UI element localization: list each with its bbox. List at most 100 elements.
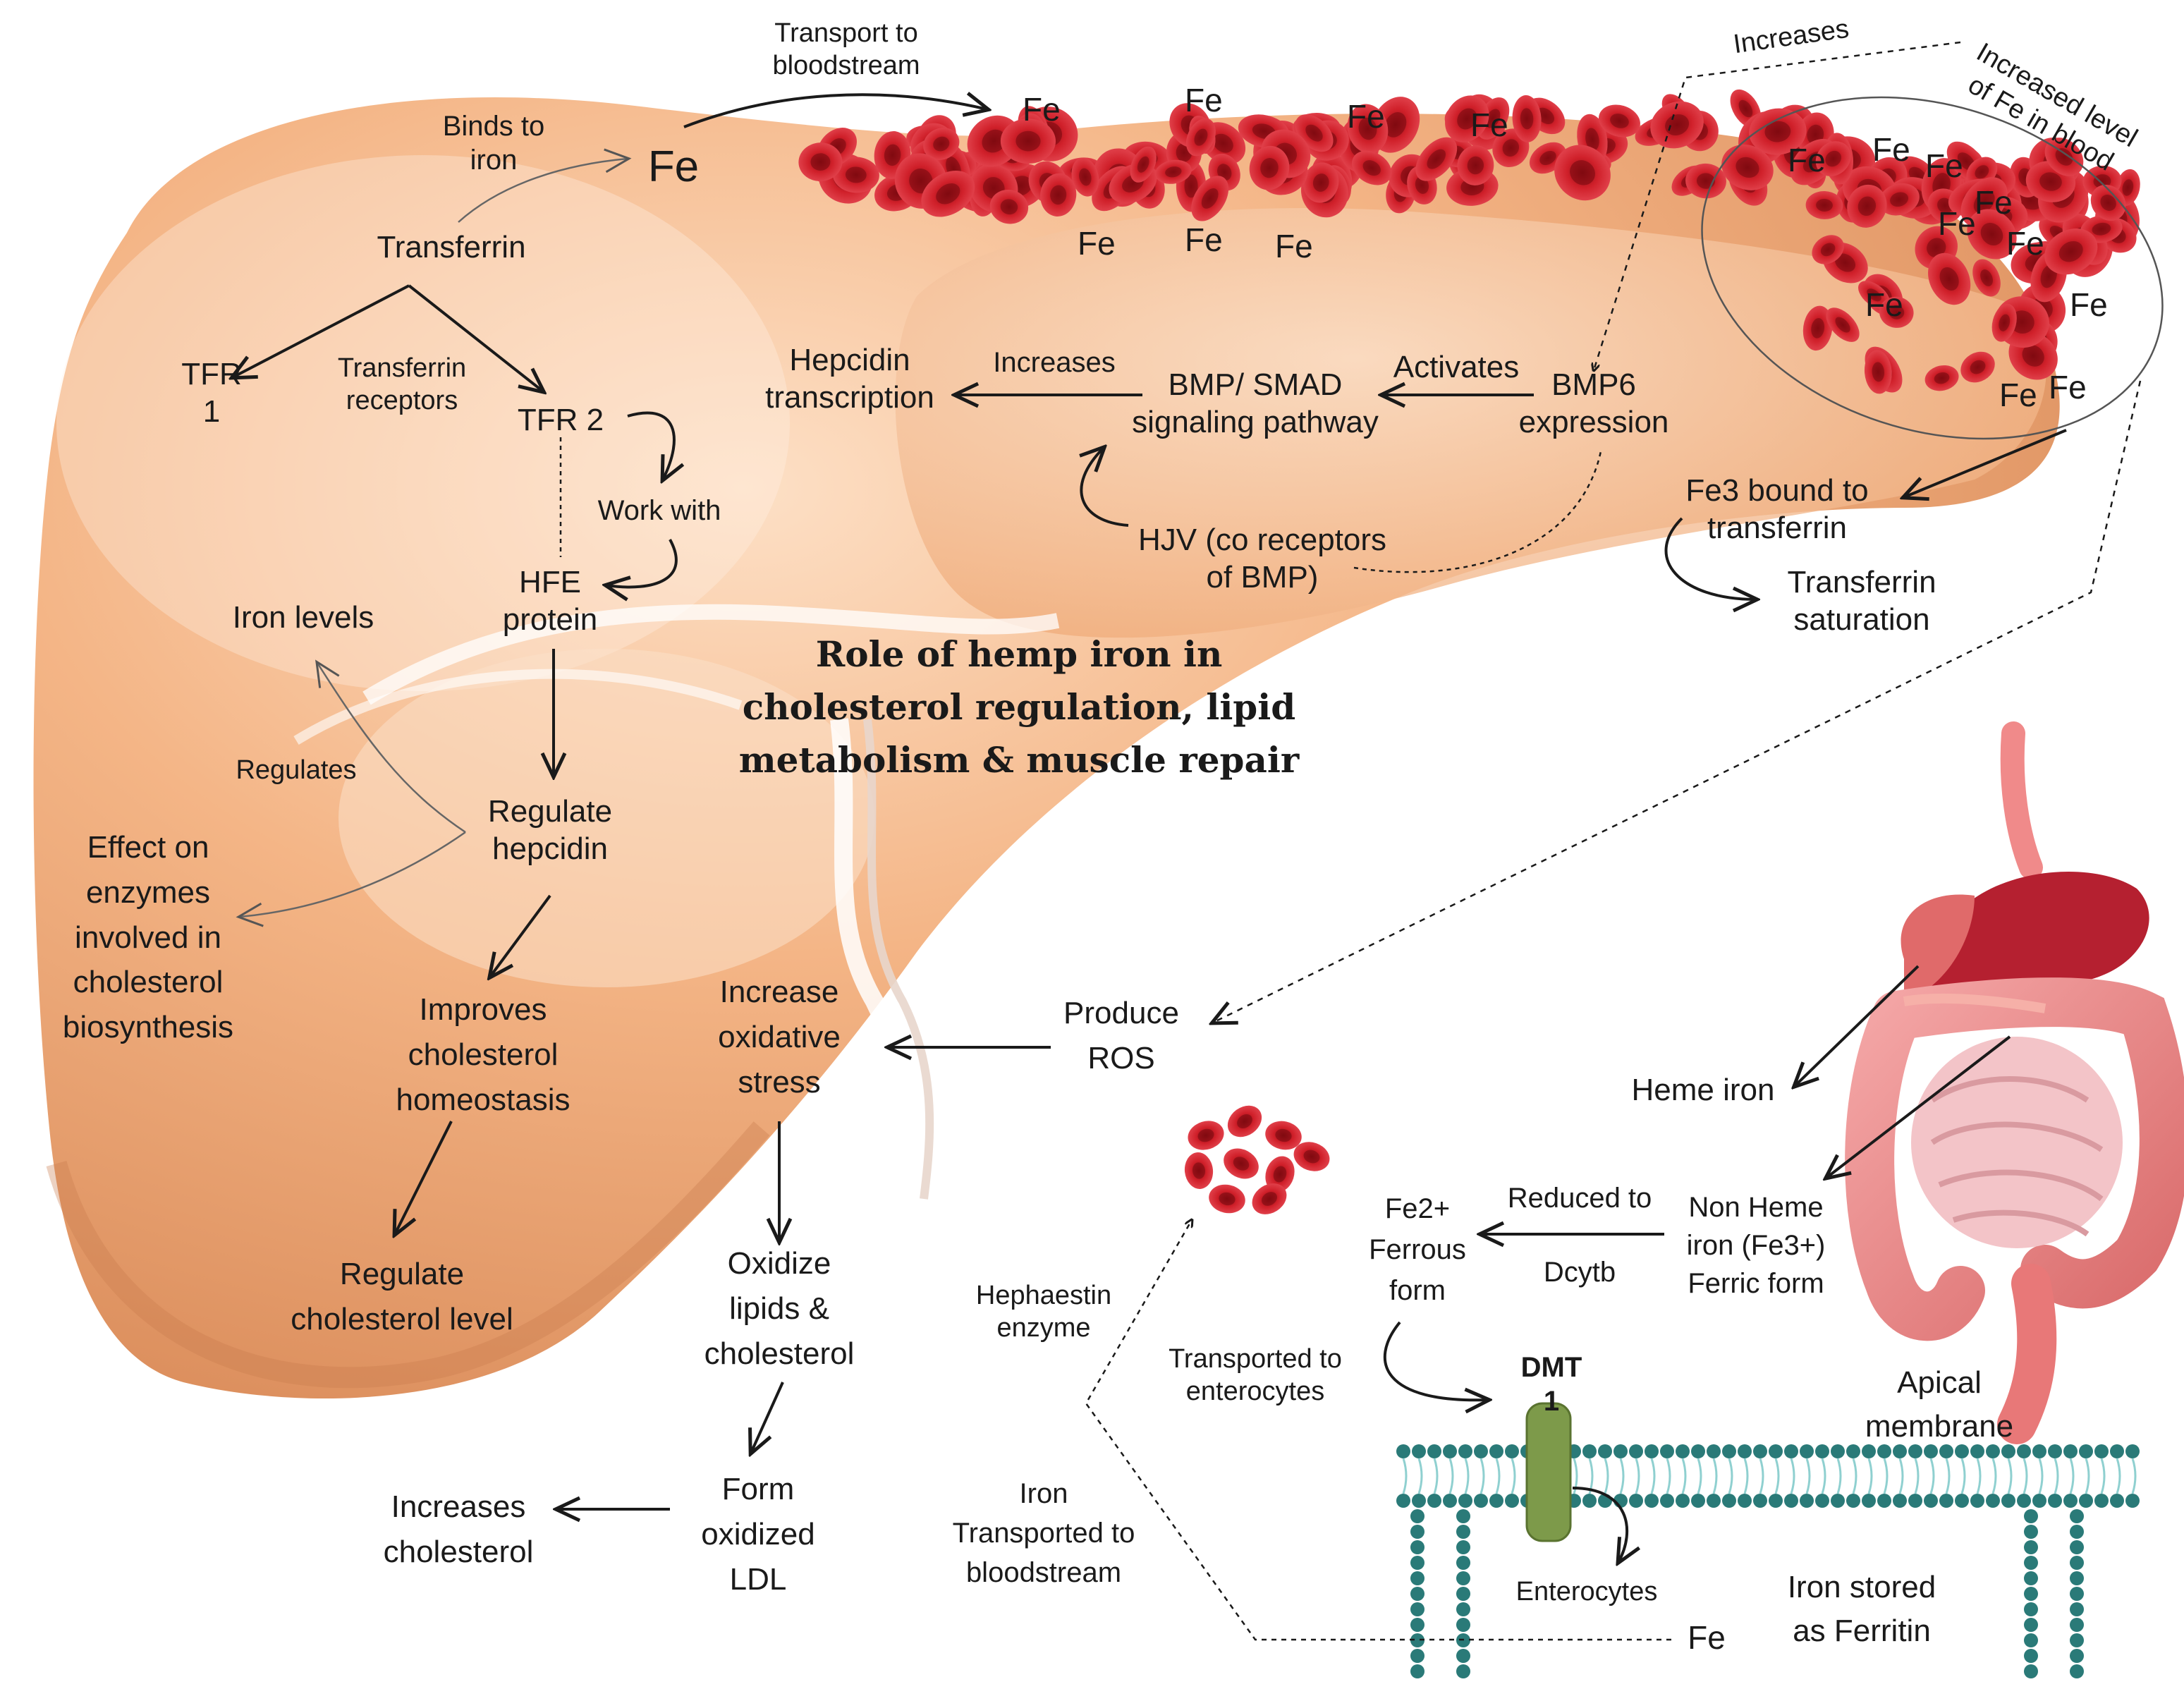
red-blood-cell — [1352, 150, 1392, 185]
membrane-bead — [1598, 1444, 1612, 1458]
membrane-bead — [1722, 1444, 1736, 1458]
membrane-bead — [1629, 1444, 1643, 1458]
membrane-bead — [1456, 1540, 1470, 1554]
fe-cluster-label: Fe — [1925, 147, 1963, 184]
red-blood-cell — [1554, 145, 1611, 201]
membrane-bead — [2024, 1633, 2038, 1647]
membrane-bead — [1410, 1540, 1425, 1554]
fe-cluster-label: Fe — [1872, 131, 1910, 168]
membrane-bead — [1769, 1444, 1783, 1458]
red-blood-cells-cluster — [1184, 1105, 1330, 1214]
fe-bottom-label: Fe — [1688, 1619, 1726, 1656]
membrane-bead — [2110, 1494, 2124, 1508]
liver-illustration — [33, 97, 2060, 1399]
membrane-bead — [2024, 1509, 2038, 1523]
transferrin-label: Transferrin — [377, 230, 526, 264]
membrane-bead — [2063, 1444, 2078, 1458]
membrane-bead — [2024, 1525, 2038, 1539]
enterocytes-label: Enterocytes — [1515, 1577, 1658, 1606]
membrane-bead — [1986, 1444, 2000, 1458]
membrane-tail — [2116, 1458, 2121, 1494]
membrane-bead — [2024, 1556, 2038, 1570]
red-blood-cell — [1512, 94, 1542, 142]
membrane-bead — [1815, 1494, 1829, 1508]
membrane-tail — [1759, 1458, 1764, 1494]
membrane-bead — [2070, 1633, 2084, 1647]
membrane-tail — [1991, 1458, 1997, 1494]
membrane-bead — [1427, 1444, 1441, 1458]
membrane-bead — [1908, 1444, 1922, 1458]
arrows — [233, 41, 2142, 1641]
increases-arrow-label: Increases — [993, 347, 1116, 378]
red-blood-cell — [1879, 296, 1914, 328]
red-blood-cell — [1347, 104, 1389, 154]
membrane-bead — [1629, 1494, 1643, 1508]
membrane-tail — [1728, 1458, 1733, 1494]
diagram-title: Role of hemp iron in cholesterol regulat… — [719, 628, 1319, 786]
membrane-tail — [1417, 1458, 1423, 1494]
fe-cell-label: Fe — [1185, 221, 1223, 258]
membrane-bead — [2070, 1571, 2084, 1585]
membrane-tail — [1929, 1458, 1935, 1494]
membrane-tail — [1464, 1458, 1470, 1494]
red-blood-cell — [1847, 184, 1887, 228]
red-blood-cell — [1812, 235, 1844, 264]
membrane-bead — [1613, 1444, 1628, 1458]
red-blood-cell — [1857, 281, 1891, 310]
membrane-bead — [1800, 1494, 1814, 1508]
membrane-bead — [1396, 1494, 1410, 1508]
red-blood-cell — [1265, 1156, 1295, 1193]
fe-cell-label: Fe — [1347, 98, 1385, 135]
membrane-bead — [1738, 1444, 1752, 1458]
membrane-bead — [2070, 1525, 2084, 1539]
membrane-bead — [1456, 1649, 1470, 1663]
red-blood-cell — [1598, 104, 1640, 138]
regulates-label: Regulates — [236, 755, 357, 785]
red-blood-cell — [1000, 118, 1056, 164]
membrane-tail — [1697, 1458, 1702, 1494]
heme-iron-label: Heme iron — [1631, 1073, 1775, 1107]
membrane-bead — [2070, 1509, 2084, 1523]
red-blood-cell — [1805, 191, 1843, 219]
red-blood-cell — [1252, 1183, 1287, 1214]
membrane-tail — [1495, 1458, 1501, 1494]
membrane-bead — [2125, 1494, 2140, 1508]
red-blood-cell — [1879, 183, 1920, 216]
work-with-label: Work with — [597, 495, 721, 526]
membrane-tail — [1914, 1458, 1920, 1494]
red-blood-cell — [1249, 145, 1290, 190]
membrane-bead — [1427, 1494, 1441, 1508]
membrane-bead — [1456, 1556, 1470, 1570]
membrane-tail — [1480, 1458, 1485, 1494]
fe-cluster-label: Fe — [2070, 286, 2108, 323]
red-blood-cell — [989, 190, 1029, 224]
membrane-tail — [1790, 1458, 1795, 1494]
membrane-bead — [1660, 1444, 1674, 1458]
membrane-bead — [1456, 1664, 1470, 1678]
membrane-tail — [1666, 1458, 1671, 1494]
membrane-tail — [1402, 1458, 1408, 1494]
fe-cluster-label: Fe — [1938, 205, 1976, 242]
membrane-bead — [1831, 1444, 1845, 1458]
membrane-bead — [2024, 1602, 2038, 1616]
membrane-bead — [2032, 1444, 2046, 1458]
red-blood-cell — [921, 171, 975, 217]
membrane-bead — [1738, 1494, 1752, 1508]
membrane-bead — [1458, 1444, 1472, 1458]
membrane-bead — [1410, 1509, 1425, 1523]
fe-cluster-label: Fe — [1975, 184, 2013, 221]
